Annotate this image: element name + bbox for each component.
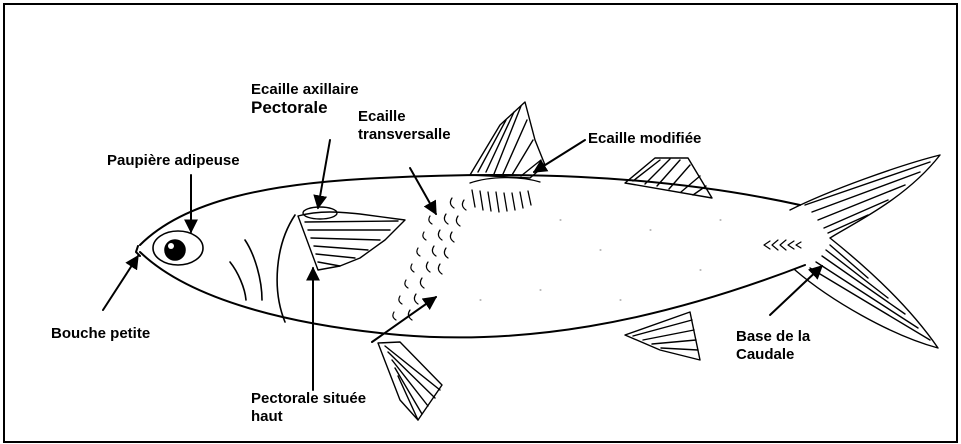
anal-fin xyxy=(625,312,700,360)
label-pectorale-situee-line2: haut xyxy=(251,408,283,425)
caudal-fin xyxy=(764,155,940,348)
label-ecaille-transversalle-line2: transversalle xyxy=(358,126,451,143)
arrow-base-caudale xyxy=(770,266,822,315)
label-bouche-petite-text: Bouche petite xyxy=(51,325,150,342)
label-ecaille-axillaire-line2: Pectorale xyxy=(251,98,328,117)
pointer-arrows xyxy=(103,140,822,390)
label-bouche-petite: Bouche petite xyxy=(51,325,150,343)
label-ecaille-transversalle: Ecaille transversalle xyxy=(358,108,451,144)
label-ecaille-transversalle-line1: Ecaille xyxy=(358,108,406,125)
label-ecaille-modifiee: Ecaille modifiée xyxy=(588,130,701,148)
label-base-caudale-line2: Caudale xyxy=(736,346,794,363)
arrow-ecaille-axillaire xyxy=(318,140,330,208)
fish-body xyxy=(136,175,805,338)
label-paupiere-adipeuse: Paupière adipeuse xyxy=(107,152,240,170)
label-base-caudale: Base de la Caudale xyxy=(736,328,810,364)
body-texture xyxy=(480,220,721,300)
eye xyxy=(153,231,203,265)
second-dorsal-fin xyxy=(625,158,712,198)
pelvic-fin xyxy=(378,342,442,420)
pectoral-fin xyxy=(298,207,405,270)
modified-scales xyxy=(470,178,540,212)
label-ecaille-axillaire: Ecaille axillaire Pectorale xyxy=(251,81,359,118)
first-dorsal-fin xyxy=(470,102,545,178)
arrow-ecaille-transversalle xyxy=(410,168,436,214)
label-base-caudale-line1: Base de la xyxy=(736,328,810,345)
label-pectorale-situee: Pectorale située haut xyxy=(251,390,366,426)
label-ecaille-axillaire-line1: Ecaille axillaire xyxy=(251,81,359,98)
label-pectorale-situee-line1: Pectorale située xyxy=(251,390,366,407)
label-paupiere-adipeuse-text: Paupière adipeuse xyxy=(107,152,240,169)
arrow-bouche-petite xyxy=(103,256,138,310)
label-ecaille-modifiee-text: Ecaille modifiée xyxy=(588,130,701,147)
